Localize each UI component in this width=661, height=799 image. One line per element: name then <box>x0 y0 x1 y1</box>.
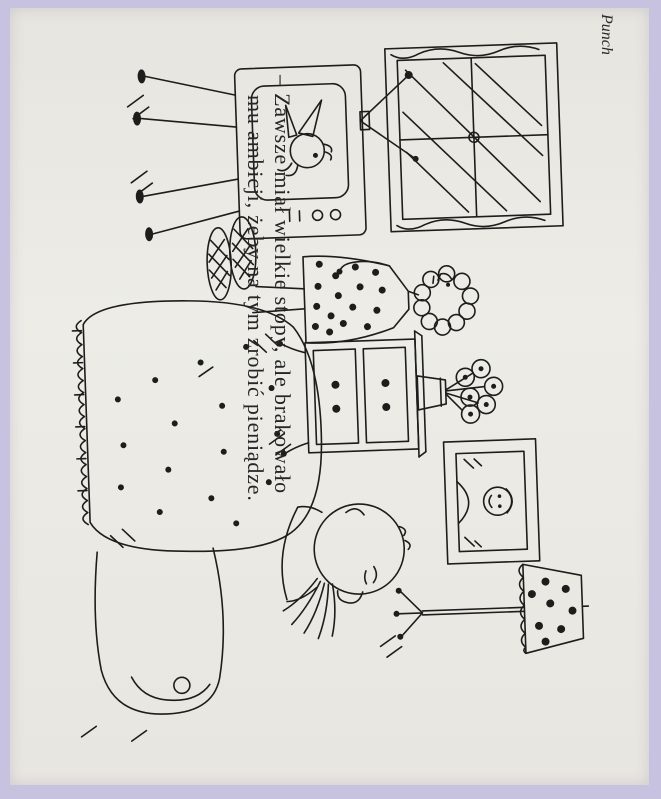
tv-set-icon <box>133 64 419 242</box>
attribution-label: Punch <box>598 14 615 55</box>
window-icon <box>383 42 564 233</box>
portrait-frame-icon <box>442 438 541 565</box>
floor-hatching <box>80 94 403 742</box>
armchair-man-figure <box>71 300 411 715</box>
flower-vase-icon <box>416 358 504 424</box>
floor-lamp-icon <box>393 563 590 655</box>
sideboard-icon <box>277 330 427 458</box>
caption-line-2: mu ambicji, żeby na tym zrobić pieniądze… <box>243 95 268 502</box>
paper-background <box>10 8 649 785</box>
cartoon-caption: – Zawsze miał wielkie stopy, ale brakowa… <box>242 75 296 640</box>
caption-line-1: – Zawsze miał wielkie stopy, ale brakowa… <box>270 75 295 494</box>
